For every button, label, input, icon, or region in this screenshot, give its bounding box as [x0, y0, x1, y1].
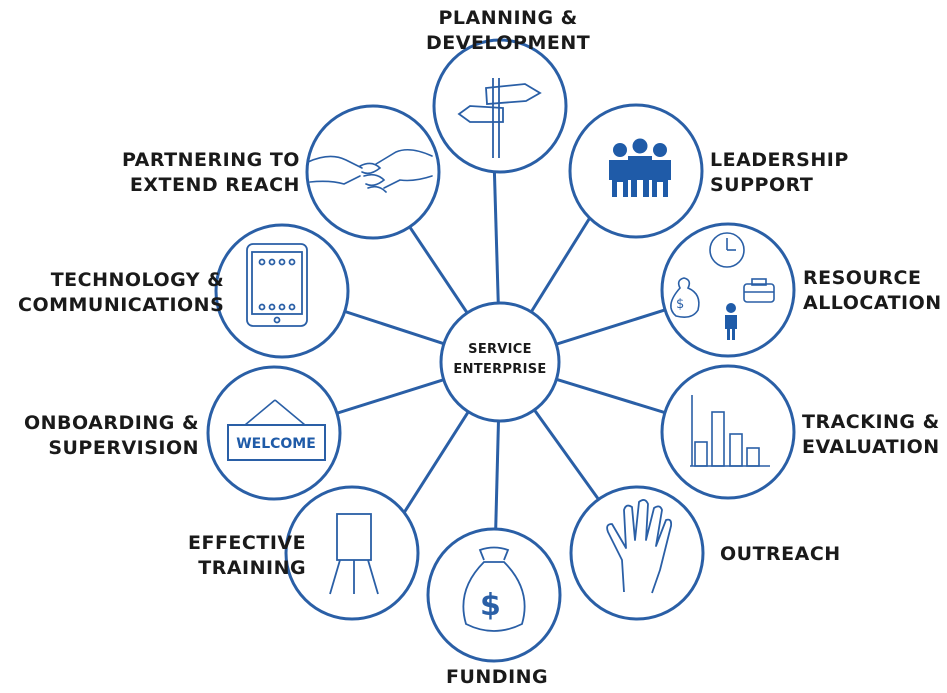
center-label-line2: ENTERPRISE	[453, 362, 547, 377]
label-resource-line2: ALLOCATION	[803, 292, 942, 314]
label-partnering-line2: EXTEND REACH	[129, 174, 300, 196]
label-tracking-line2: EVALUATION	[802, 436, 940, 458]
label-funding-line1: FUNDING	[446, 666, 549, 688]
label-partnering: PARTNERING TO EXTEND REACH	[122, 148, 300, 198]
label-outreach: OUTREACH	[720, 542, 841, 567]
money-bag-icon: $	[462, 546, 526, 632]
people-group-icon	[609, 138, 671, 197]
label-onboarding-line1: ONBOARDING &	[24, 412, 200, 434]
label-planning-line1: PLANNING &	[438, 7, 578, 29]
label-tracking-line1: TRACKING &	[802, 411, 940, 433]
flipchart-icon	[329, 513, 379, 595]
node-circle-tracking	[660, 364, 796, 500]
label-planning-line2: DEVELOPMENT	[426, 32, 591, 54]
node-circle-funding	[426, 527, 562, 663]
node-circle-training	[284, 485, 420, 621]
label-training-line1: EFFECTIVE	[188, 532, 307, 554]
label-technology-line2: COMMUNICATIONS	[18, 294, 225, 316]
label-technology: TECHNOLOGY & COMMUNICATIONS	[18, 268, 224, 318]
node-circle-resource	[660, 222, 796, 358]
svg-text:$: $	[480, 588, 501, 623]
label-leadership: LEADERSHIP SUPPORT	[710, 148, 849, 198]
label-onboarding: ONBOARDING & SUPERVISION	[24, 411, 199, 461]
label-leadership-line1: LEADERSHIP	[710, 149, 849, 171]
label-training: EFFECTIVE TRAINING	[188, 531, 306, 581]
signpost-icon	[457, 78, 542, 158]
center-circle	[439, 301, 561, 423]
svg-text:$: $	[676, 297, 684, 312]
label-resource: RESOURCE ALLOCATION	[803, 266, 942, 316]
bar-chart-icon	[690, 395, 770, 467]
label-technology-line1: TECHNOLOGY &	[50, 269, 225, 291]
handshake-icon	[307, 148, 433, 193]
resources-icon: $	[670, 232, 775, 340]
hand-icon	[606, 499, 673, 594]
welcome-sign-icon: WELCOME	[227, 399, 326, 461]
center-label-line1: SERVICE	[468, 342, 532, 357]
node-circle-outreach	[569, 485, 705, 621]
tablet-icon	[246, 243, 308, 327]
label-planning: PLANNING & DEVELOPMENT	[426, 6, 590, 56]
center-label: SERVICE ENTERPRISE	[445, 340, 555, 380]
welcome-sign-text: WELCOME	[236, 436, 316, 452]
label-partnering-line1: PARTNERING TO	[122, 149, 300, 171]
label-tracking: TRACKING & EVALUATION	[802, 410, 940, 460]
label-onboarding-line2: SUPERVISION	[48, 437, 200, 459]
label-funding: FUNDING	[446, 665, 548, 690]
label-leadership-line2: SUPPORT	[710, 174, 814, 196]
node-circle-planning	[432, 38, 568, 174]
label-outreach-line1: OUTREACH	[720, 543, 841, 565]
label-training-line2: TRAINING	[198, 557, 307, 579]
label-resource-line1: RESOURCE	[803, 267, 922, 289]
